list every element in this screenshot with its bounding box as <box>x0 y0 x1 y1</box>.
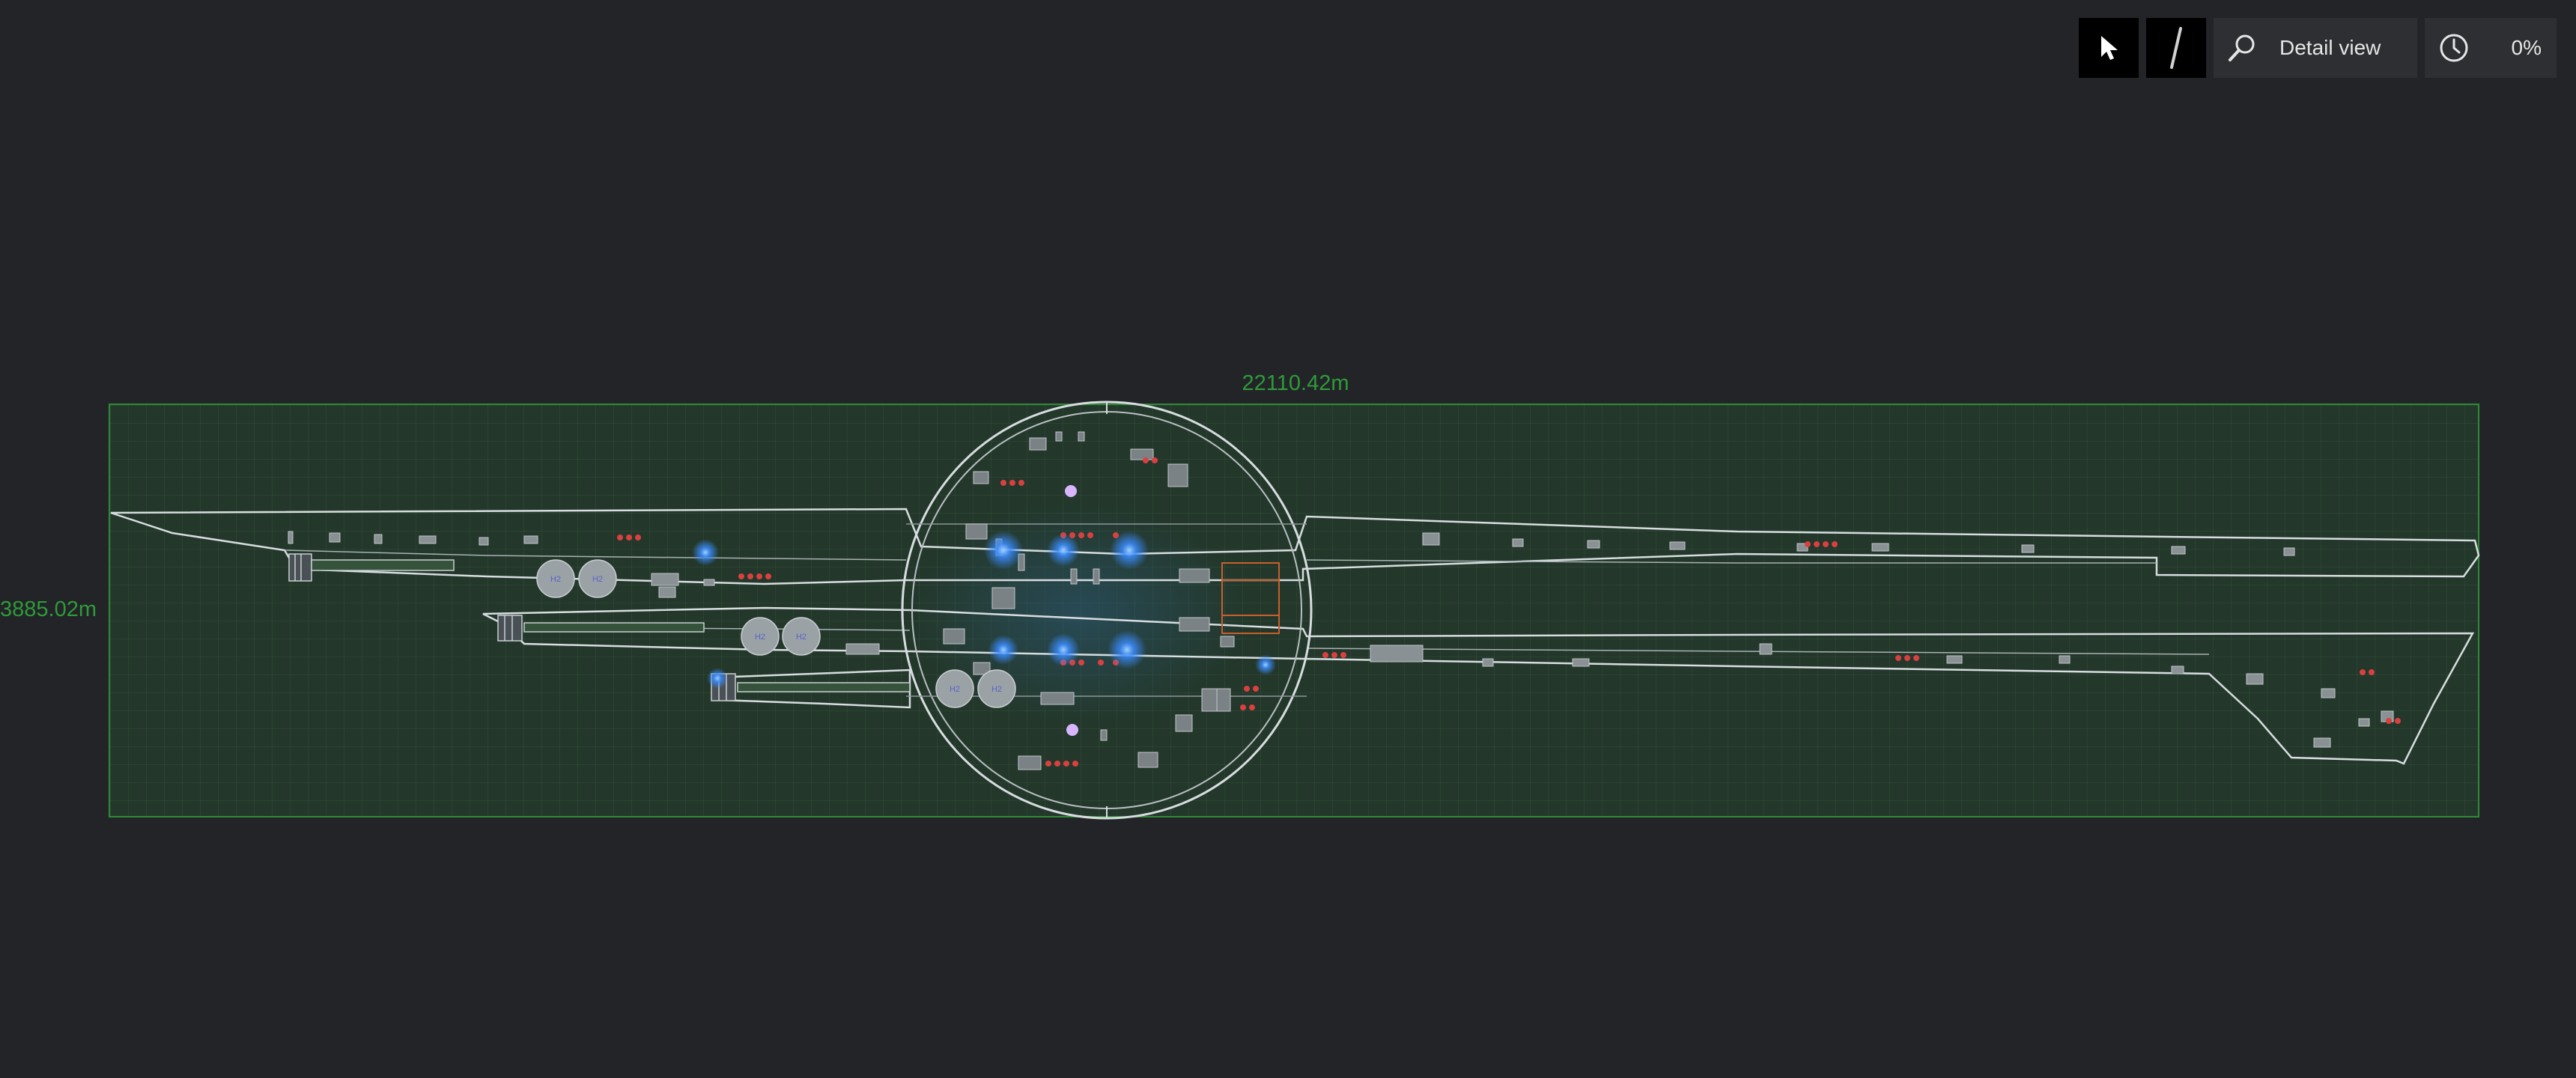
height-dimension-label: 3885.02m <box>0 597 97 621</box>
upper-hull <box>110 508 2480 585</box>
h2-tank-label: H2 <box>550 575 561 584</box>
engine-upper <box>288 553 455 582</box>
engine-middle <box>497 615 705 642</box>
h2-tank-label: H2 <box>755 633 765 642</box>
width-dimension-label: 22110.42m <box>1242 371 1349 395</box>
line-tool-button[interactable] <box>2146 18 2206 78</box>
h2-tank <box>782 617 821 656</box>
orange-frame <box>1221 562 1280 634</box>
engine-lower <box>711 673 911 701</box>
clock-icon <box>2440 34 2468 62</box>
h2-tank-label: H2 <box>796 633 806 642</box>
select-tool-button[interactable] <box>2079 18 2139 78</box>
middle-hull <box>482 606 2475 765</box>
h2-tank-label: H2 <box>950 685 960 694</box>
h2-tank <box>741 617 780 656</box>
h2-tank-group <box>536 559 1016 708</box>
h2-tank <box>977 669 1016 708</box>
red-markers <box>617 457 2401 767</box>
hub-rooms <box>943 431 1235 770</box>
h2-tank-label: H2 <box>991 685 1002 694</box>
ship-bounding-box <box>109 404 2479 817</box>
magnifier-icon <box>2229 34 2255 61</box>
h2-tank <box>578 559 617 598</box>
detail-view-button[interactable]: Detail view <box>2214 18 2417 78</box>
blue-lights <box>692 485 1276 736</box>
cursor-arrow-icon <box>2101 36 2118 60</box>
h2-tank <box>935 669 974 708</box>
line-tool-icon <box>2170 27 2182 69</box>
h2-tank-label: H2 <box>592 575 603 584</box>
detail-view-label: Detail view <box>2279 36 2381 59</box>
progress-label: 0% <box>2511 36 2542 59</box>
toolbar: Detail view 0% <box>2079 18 2557 78</box>
h2-tank <box>536 559 575 598</box>
time-progress-button[interactable]: 0% <box>2425 18 2557 78</box>
